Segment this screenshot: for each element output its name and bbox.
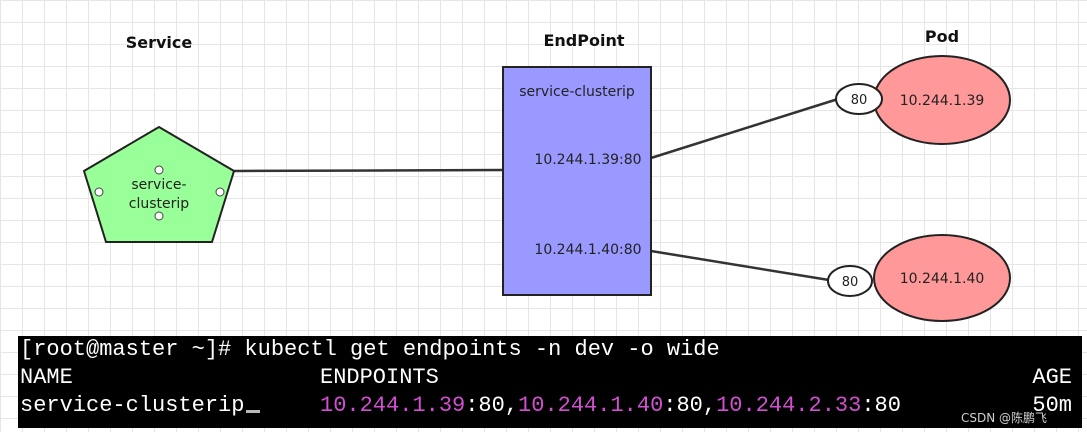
endpoint-ip: 10.244.1.40	[518, 393, 664, 418]
service-header: Service	[126, 33, 193, 52]
connection-point	[215, 187, 225, 197]
col-header-name: NAME	[20, 365, 73, 390]
row-endpoints: 10.244.1.39:80,10.244.1.40:80,10.244.2.3…	[320, 392, 901, 420]
row-name-text: service-clusterip	[20, 393, 245, 418]
service-endpoint-connector	[233, 168, 504, 173]
endpoint-header: EndPoint	[543, 31, 624, 50]
endpoint-title: service-clusterip	[519, 84, 635, 100]
endpoint-pod1-connector	[650, 97, 839, 160]
terminal-data-row: service-clusterip 10.244.1.39:80,10.244.…	[18, 392, 1082, 420]
terminal-cursor	[246, 410, 261, 413]
endpoint-pod2-connector	[650, 249, 830, 282]
col-header-age: AGE	[1032, 365, 1072, 390]
pod-2-ip: 10.244.1.40	[900, 271, 985, 287]
pod-1-port: 80	[851, 93, 868, 108]
endpoint-diagram: Service EndPoint Pod service- clusterip …	[82, 27, 1011, 322]
endpoint-port: :80,	[465, 393, 519, 418]
row-name: service-clusterip	[20, 392, 261, 420]
pod-2-port: 80	[842, 275, 859, 290]
service-label-line1: service-	[131, 177, 186, 193]
terminal-header-row: NAME ENDPOINTS AGE	[18, 364, 1082, 392]
service-label-line2: clusterip	[129, 196, 190, 212]
terminal-command-line: [root@master ~]# kubectl get endpoints -…	[18, 336, 1082, 364]
connection-point	[94, 187, 104, 197]
endpoint-ip: 10.244.1.39	[320, 393, 466, 418]
endpoint-port: :80,	[663, 393, 717, 418]
service-pentagon[interactable]	[82, 125, 236, 243]
pod-1-port-badge	[835, 83, 883, 115]
row-age: 50m	[1032, 393, 1072, 418]
pod-2-port-badge	[827, 265, 873, 297]
endpoint-entry-1: 10.244.1.39:80	[534, 152, 641, 168]
watermark: CSDN @陈鹏飞	[960, 411, 1047, 425]
endpoint-port: :80	[861, 393, 901, 418]
endpoint-entry-2: 10.244.1.40:80	[534, 242, 641, 258]
pod-2-ellipse[interactable]	[873, 234, 1011, 322]
endpoint-box[interactable]	[502, 66, 652, 296]
terminal-output: [root@master ~]# kubectl get endpoints -…	[18, 336, 1082, 428]
connection-point	[154, 165, 164, 175]
col-header-endpoints: ENDPOINTS	[320, 365, 439, 390]
pod-header: Pod	[925, 27, 959, 46]
pod-1-ip: 10.244.1.39	[900, 93, 985, 109]
endpoint-ip: 10.244.2.33	[716, 393, 862, 418]
connection-point	[154, 211, 164, 221]
terminal-command: [root@master ~]# kubectl get endpoints -…	[20, 337, 720, 362]
